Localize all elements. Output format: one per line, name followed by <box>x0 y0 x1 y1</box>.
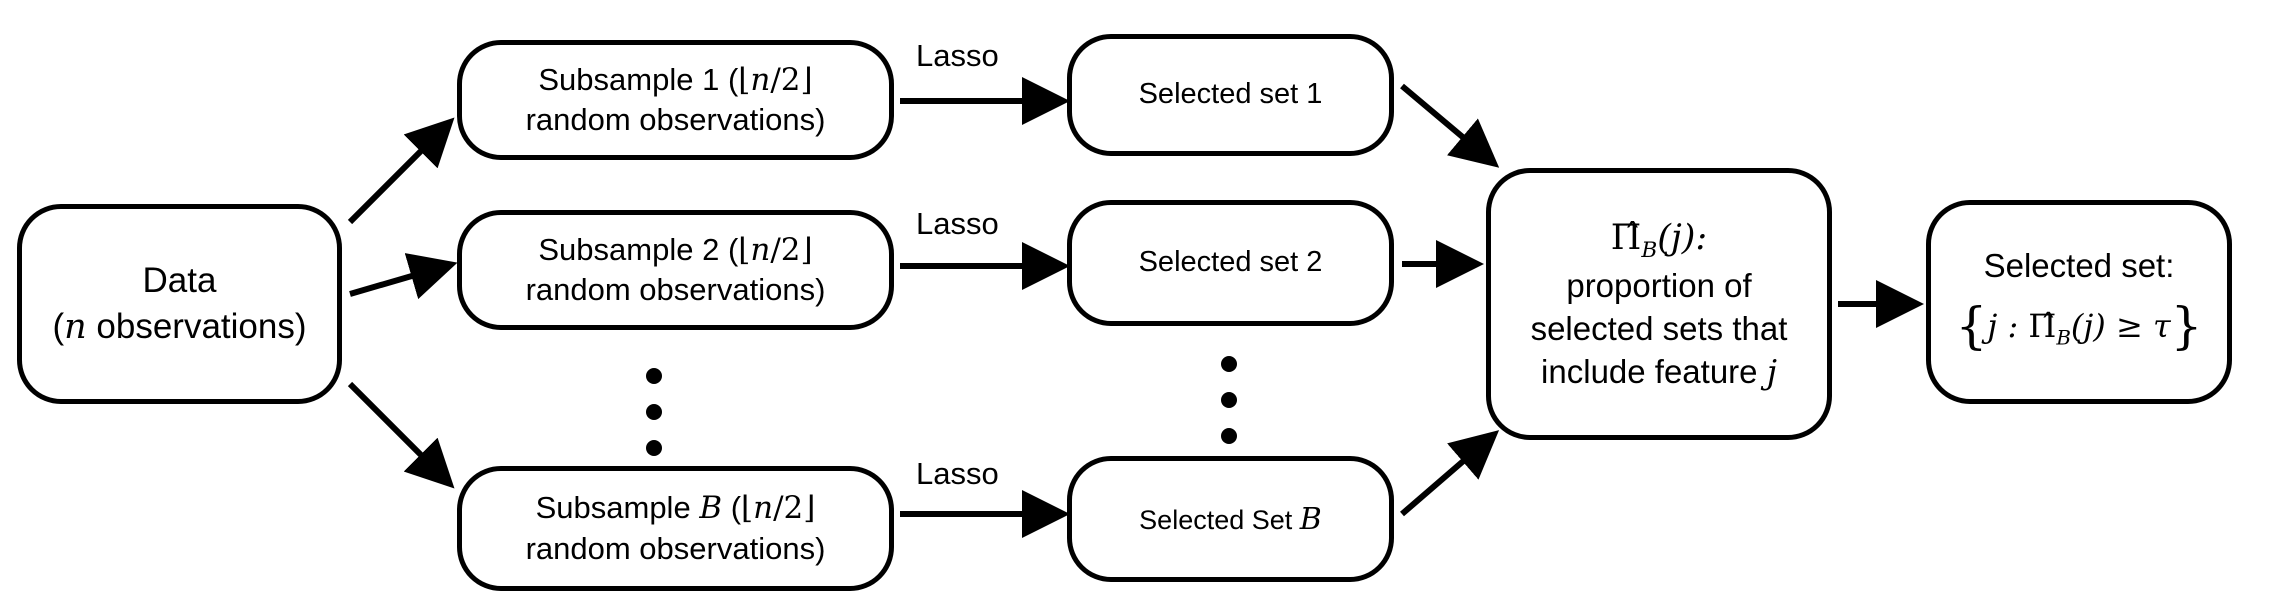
subsample-node-b-line2: random observations) <box>525 530 826 566</box>
final-selected-set-node: Selected set: {j : Π̂B(j) ≥ τ} <box>1926 200 2232 404</box>
proportion-formula: Π̂B(j): <box>1610 217 1708 263</box>
arrow-data-to-subsample-b <box>347 381 455 489</box>
selected-set-b-label: Selected Set B <box>1139 501 1322 537</box>
arrow-data-to-subsample-2 <box>349 253 458 300</box>
proportion-line-2: proportion of <box>1566 266 1752 304</box>
lasso-label-b: Lasso <box>916 456 999 491</box>
proportion-node: Π̂B(j): proportion of selected sets that… <box>1486 168 1832 440</box>
subsample-node-1-line2: random observations) <box>525 102 826 137</box>
subsample-node-b-line1: Subsample B (⌊n/2⌋ <box>535 490 816 527</box>
selected-set-node-2: Selected set 2 <box>1067 200 1394 326</box>
ellipsis-subsamples <box>644 368 664 476</box>
arrow-data-to-subsample-1 <box>347 117 455 225</box>
ellipsis-dot <box>646 404 662 420</box>
ellipsis-dot <box>1221 356 1237 372</box>
data-node-title: Data <box>142 261 217 300</box>
proportion-line-4: include feature j <box>1541 351 1777 391</box>
selected-set-1-label: Selected set 1 <box>1138 78 1323 111</box>
subsample-node-2: Subsample 2 (⌊n/2⌋ random observations) <box>457 210 894 330</box>
subsample-node-b: Subsample B (⌊n/2⌋ random observations) <box>457 466 894 591</box>
lasso-label-1: Lasso <box>916 38 999 73</box>
ellipsis-selected-sets <box>1219 356 1239 464</box>
selected-set-2-label: Selected set 2 <box>1138 246 1323 279</box>
ellipsis-dot <box>646 440 662 456</box>
selected-set-node-1: Selected set 1 <box>1067 34 1394 156</box>
ellipsis-dot <box>646 368 662 384</box>
ellipsis-dot <box>1221 392 1237 408</box>
selected-set-node-b: Selected Set B <box>1067 456 1394 582</box>
ellipsis-dot <box>1221 428 1237 444</box>
arrow-selected-b-to-proportion <box>1400 430 1500 517</box>
final-node-title: Selected set: <box>1983 247 2175 285</box>
subsample-node-1: Subsample 1 (⌊n/2⌋ random observations) <box>457 40 894 160</box>
arrow-selected-1-to-proportion <box>1400 83 1500 168</box>
proportion-line-3: selected sets that <box>1530 309 1788 347</box>
subsample-node-2-line1: Subsample 2 (⌊n/2⌋ <box>538 231 813 268</box>
final-node-formula: {j : Π̂B(j) ≥ τ} <box>1955 296 2203 355</box>
subsample-node-1-line1: Subsample 1 (⌊n/2⌋ <box>538 61 813 98</box>
lasso-label-2: Lasso <box>916 206 999 241</box>
data-node: Data (n observations) <box>17 204 342 404</box>
data-node-detail: (n observations) <box>52 306 307 347</box>
subsample-node-2-line2: random observations) <box>525 272 826 307</box>
